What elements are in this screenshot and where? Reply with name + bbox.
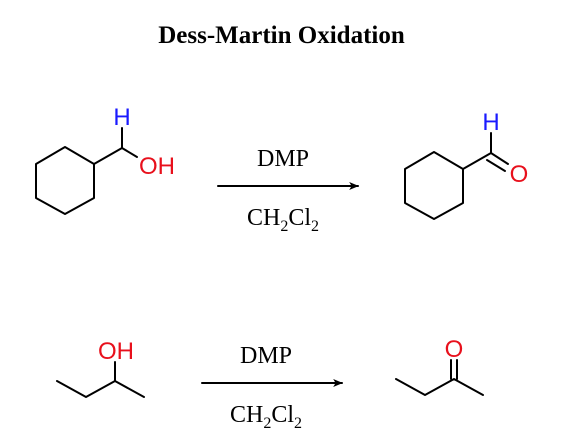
reactant-2-butanol: OH	[56, 338, 145, 398]
ring-to-carbon-bond	[93, 147, 123, 165]
hydroxyl-label: OH	[98, 338, 134, 365]
hydroxyl-label: OH	[139, 153, 175, 180]
reactant-cyclohexylmethanol: H OH	[35, 104, 175, 215]
carbon-oxygen-bond	[121, 147, 138, 158]
carbon-chain	[395, 378, 484, 396]
reagent-dmp-2: DMP	[240, 343, 292, 369]
carbon-chain	[56, 380, 145, 398]
solvent-label-1: CH2Cl2	[247, 205, 319, 235]
hydrogen-label: H	[482, 109, 499, 136]
oxygen-label: O	[445, 336, 464, 363]
hydrogen-label: H	[113, 104, 130, 131]
diagram-title: Dess-Martin Oxidation	[158, 22, 405, 49]
oxygen-label: O	[510, 161, 529, 188]
cyclohexane-ring	[35, 146, 95, 215]
carbonyl-bond-a	[490, 152, 509, 165]
carbonyl-bond-b	[486, 159, 506, 172]
solvent-label-2: CH2Cl2	[230, 402, 302, 432]
reagent-dmp-1: DMP	[257, 146, 309, 172]
cyclohexane-ring	[404, 151, 464, 220]
ring-to-carbon-bond	[462, 152, 492, 170]
product-cyclohexanecarbaldehyde: H O	[404, 109, 529, 220]
product-2-butanone: O	[395, 336, 484, 396]
